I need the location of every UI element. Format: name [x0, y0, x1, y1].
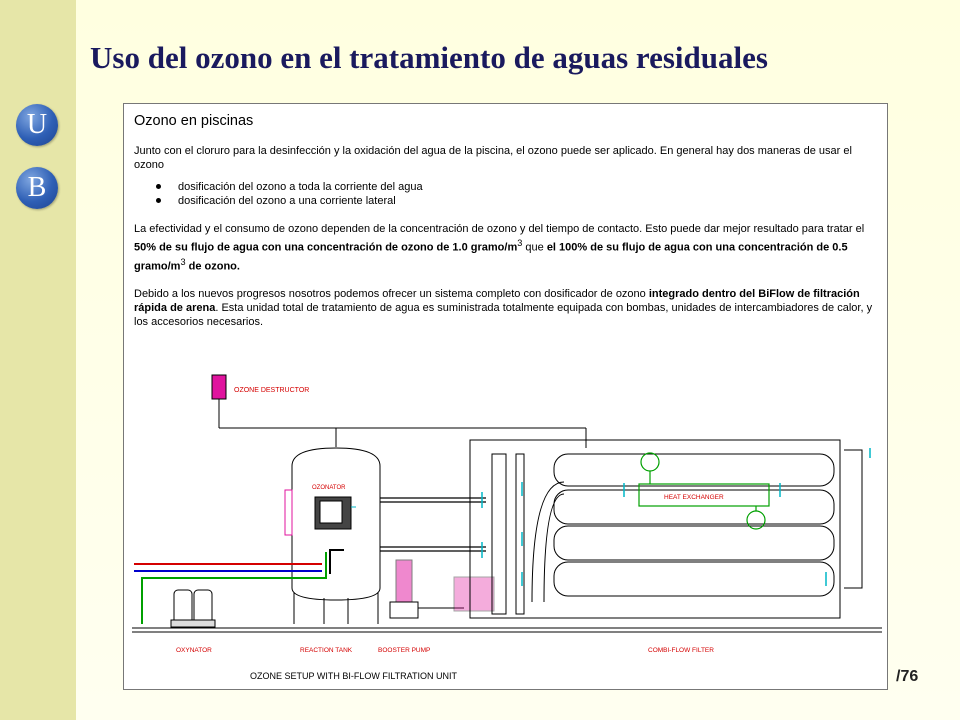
bullet-list: dosificación del ozono a toda la corrien… — [134, 180, 879, 208]
text-run: que — [522, 241, 547, 254]
text-run: La efectividad y el consumo de ozono dep… — [134, 223, 865, 235]
content-panel: Ozono en piscinas Junto con el cloruro p… — [123, 103, 888, 690]
label-heat-exchanger: HEAT EXCHANGER — [664, 494, 724, 501]
logo-u: U — [16, 104, 58, 146]
supply-pipes — [134, 549, 344, 624]
booster-pump — [389, 559, 464, 619]
superscript: 3 — [180, 256, 186, 267]
bold-run: integrado dentro del BiFlow de filtració… — [134, 288, 860, 315]
heat-exchanger — [638, 452, 770, 530]
slide-title: Uso del ozono en el tratamiento de aguas… — [90, 40, 768, 75]
ground — [132, 627, 882, 633]
section-heading: Ozono en piscinas — [134, 113, 254, 129]
reaction-tank — [284, 447, 381, 624]
bold-run: el 100% de su flujo de agua con una conc… — [134, 241, 848, 273]
process-pipes — [380, 497, 486, 552]
bold-run: 50% de su flujo de agua con una concentr… — [134, 241, 518, 254]
paragraph-intro: Junto con el cloruro para la desinfecció… — [134, 145, 852, 171]
paragraph-effectiveness: La efectividad y el consumo de ozono dep… — [134, 222, 879, 273]
logo-b: B — [16, 167, 58, 209]
combi-flow-filter — [469, 439, 863, 619]
page-number: /76 — [896, 668, 919, 685]
label-booster-pump: BOOSTER PUMP — [378, 647, 430, 654]
fittings — [481, 448, 871, 586]
label-oxynator: OXYNATOR — [176, 647, 212, 654]
bullet-item: dosificación del ozono a una corriente l… — [156, 194, 879, 208]
oxynator — [170, 589, 216, 628]
ozone-destructor: OZONE DESTRUCTOR — [211, 374, 587, 448]
label-ozonator: OZONATOR — [312, 485, 346, 491]
text-run: Debido a los nuevos progresos nosotros p… — [134, 288, 649, 301]
filter-motor — [453, 576, 495, 612]
bold-run: de ozono. — [185, 260, 240, 273]
text-block: Ozono en piscinas Junto con el cloruro p… — [134, 114, 879, 343]
label-ozone-destructor: OZONE DESTRUCTOR — [234, 387, 309, 394]
superscript: 3 — [517, 238, 523, 248]
text-run: . Esta unidad total de tratamiento de ag… — [134, 302, 873, 329]
diagram-caption: OZONE SETUP WITH BI-FLOW FILTRATION UNIT — [250, 671, 458, 681]
bullet-item: dosificación del ozono a toda la corrien… — [156, 180, 879, 194]
ozone-setup-diagram: OZONE DESTRUCTOR OZONATOR — [132, 374, 882, 681]
label-combi-flow-filter: COMBI-FLOW FILTER — [648, 647, 714, 654]
label-reaction-tank: REACTION TANK — [300, 647, 353, 654]
paragraph-system: Debido a los nuevos progresos nosotros p… — [134, 287, 879, 329]
